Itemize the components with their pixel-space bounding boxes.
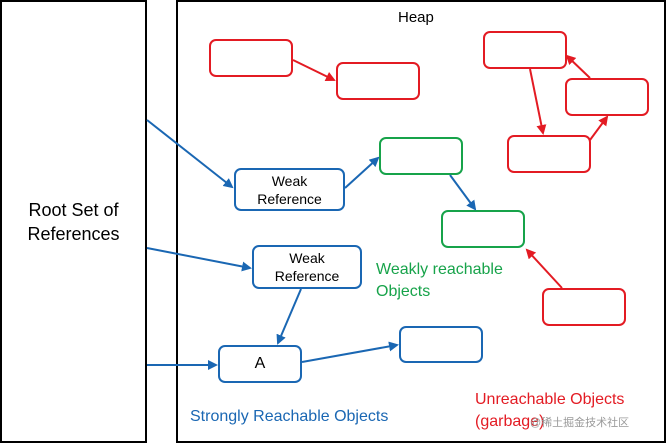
arrow-weak1-to-weak2 [449,174,477,211]
weak-reference-node-2: Weak Reference [252,245,362,289]
root-set-title: Root Set of References [27,200,120,244]
strongly-reachable-label: Strongly Reachable Objects [190,408,389,425]
strongly-reachable-object [399,326,483,363]
arrow-unreachable-3-to-5 [529,68,547,135]
object-a-node: A [218,345,302,383]
arrow-weakref2-to-a [276,288,302,345]
heap-title: Heap [398,9,434,26]
arrow-unreachable-4-to-3 [565,54,591,79]
unreachable-object-3 [483,31,567,69]
unreachable-object-4 [565,78,649,116]
unreachable-object-5 [507,135,591,173]
arrow-root-to-weakref1 [146,119,234,189]
arrow-unreachable-1-to-2 [292,59,336,81]
unreachable-object-1 [209,39,293,77]
arrow-weakref1-to-weak1 [344,156,380,189]
watermark: @稀土掘金技术社区 [530,417,630,429]
arrow-root-to-weakref2 [146,247,252,272]
arrow-unreachable-5-to-4 [589,115,609,141]
unreachable-object-2 [336,62,420,100]
unreachable-label: Unreachable Objects (garbage) [475,391,625,430]
weakly-reachable-object-1 [379,137,463,175]
arrow-unreachable-6-to-weak2 [525,248,563,289]
unreachable-object-6 [542,288,626,326]
root-set-panel [0,0,147,443]
weak-reference-node-1: Weak Reference [234,168,345,211]
weakly-reachable-label: Weakly reachable Objects [376,261,503,300]
weakly-reachable-object-2 [441,210,525,248]
arrow-a-to-strong [301,341,399,363]
